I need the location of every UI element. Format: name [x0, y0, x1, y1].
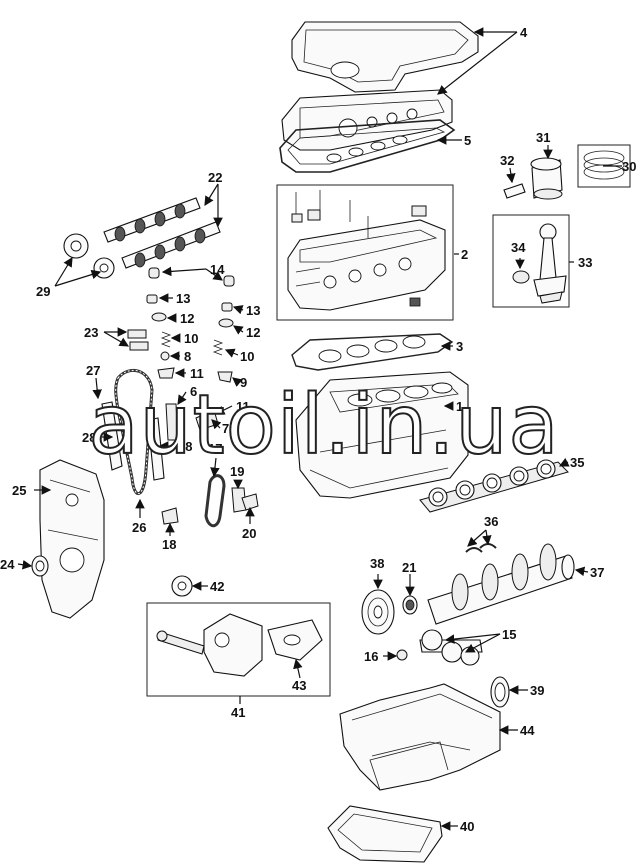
piston-rings	[583, 150, 625, 180]
callout-7: 7	[222, 421, 229, 436]
piston	[530, 157, 563, 200]
callout-11-left: 11	[190, 366, 204, 381]
lower-oil-pan	[327, 805, 443, 863]
callout-18: 18	[162, 537, 176, 552]
connecting-rod	[512, 223, 567, 304]
callout-35: 35	[570, 455, 584, 470]
callout-8: 8	[184, 349, 191, 364]
rear-main-seal	[490, 676, 510, 708]
cylinder-head-group-box	[276, 184, 454, 321]
callout-17: 17	[208, 441, 222, 456]
callout-6: 6	[190, 384, 197, 399]
callout-5: 5	[464, 133, 471, 148]
crankshaft-pulley	[361, 589, 395, 635]
callout-2: 2	[461, 247, 468, 262]
callout-30: 30	[622, 159, 636, 174]
callout-24: 24	[0, 557, 15, 572]
chain-slipper	[161, 507, 179, 525]
balance-shaft-sprockets	[396, 629, 483, 666]
callout-36: 36	[484, 514, 498, 529]
cylinder-head-cover	[281, 89, 453, 151]
crankshaft	[427, 543, 575, 625]
callout-15: 15	[502, 627, 516, 642]
valve-train-parts	[146, 267, 235, 383]
callout-labels: 4 5 31 32 30 2 34 33 3 1 35 22 29 14 13 …	[0, 25, 636, 834]
callout-42: 42	[210, 579, 224, 594]
callout-29: 29	[36, 284, 50, 299]
callout-26: 26	[132, 520, 146, 535]
camshafts	[103, 197, 221, 269]
callout-12-right: 12	[246, 325, 260, 340]
main-bearings	[419, 459, 569, 513]
callout-31: 31	[536, 130, 550, 145]
callout-10-right: 10	[240, 349, 254, 364]
timing-chain	[114, 368, 154, 495]
callout-10-left: 10	[184, 331, 198, 346]
timing-cover	[39, 459, 105, 619]
head-gasket	[291, 333, 454, 371]
callout-37: 37	[590, 565, 604, 580]
callout-39: 39	[530, 683, 544, 698]
callout-20: 20	[242, 526, 256, 541]
thrust-washers	[465, 543, 497, 553]
callout-25: 25	[12, 483, 26, 498]
callout-38: 38	[370, 556, 384, 571]
cylinder-head	[287, 190, 446, 311]
callout-21: 21	[402, 560, 416, 575]
callout-32: 32	[500, 153, 514, 168]
callout-12-left: 12	[180, 311, 194, 326]
callout-9: 9	[240, 375, 247, 390]
front-crank-seal	[31, 555, 49, 577]
crankshaft-seal	[402, 595, 418, 615]
oil-pump-sprocket	[171, 575, 193, 597]
callout-41: 41	[231, 705, 245, 720]
piston-rings-box	[577, 144, 631, 188]
engine-cover	[291, 21, 479, 93]
upper-oil-pan	[339, 683, 501, 791]
callout-3: 3	[456, 339, 463, 354]
callout-16: 16	[364, 649, 378, 664]
callout-27: 27	[86, 363, 100, 378]
callout-19: 19	[230, 464, 244, 479]
callout-33: 33	[578, 255, 592, 270]
callout-43: 43	[292, 678, 306, 693]
callout-14: 14	[210, 262, 225, 277]
leader-lines	[17, 27, 622, 831]
oil-pump-group-box	[146, 602, 331, 697]
callout-22: 22	[208, 170, 222, 185]
callout-40: 40	[460, 819, 474, 834]
callout-23: 23	[84, 325, 98, 340]
camshaft-bearing-caps	[127, 329, 149, 351]
callout-11-right: 11	[236, 399, 250, 414]
callout-34: 34	[511, 240, 526, 255]
callout-13-right: 13	[246, 303, 260, 318]
callout-28-left: 28	[82, 430, 96, 445]
callout-1: 1	[456, 399, 463, 414]
engine-block	[295, 371, 469, 499]
piston-pin	[503, 183, 526, 199]
callout-44: 44	[520, 723, 535, 738]
callout-4: 4	[520, 25, 528, 40]
oil-pump-strainer	[267, 619, 323, 661]
callout-13-left: 13	[176, 291, 190, 306]
connecting-rod-box	[492, 214, 570, 308]
cam-sprockets	[63, 233, 115, 279]
callout-28-right: 28	[178, 439, 192, 454]
oil-pump	[156, 613, 263, 677]
